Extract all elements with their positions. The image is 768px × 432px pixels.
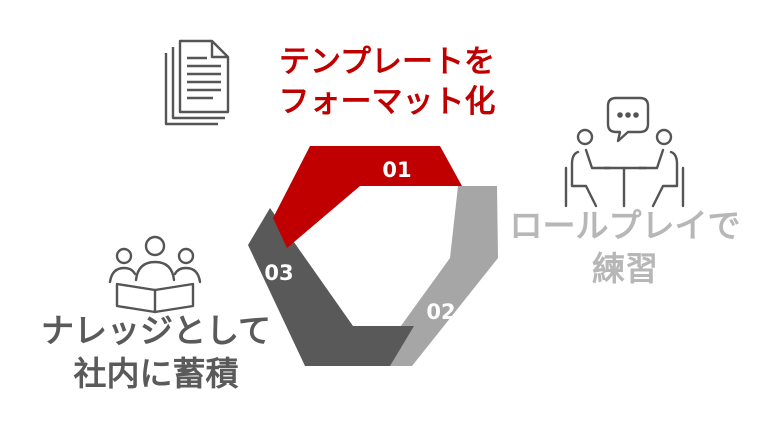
step-label-1: テンプレートを フォーマット化 bbox=[262, 42, 512, 123]
step-number-2: 02 bbox=[426, 300, 455, 324]
step-label-1-line-2: フォーマット化 bbox=[278, 84, 496, 121]
meeting-chat-icon bbox=[564, 96, 685, 208]
cycle-segment-1 bbox=[273, 146, 462, 248]
step-label-2: ロールプレイで 練習 bbox=[490, 205, 760, 291]
step-label-3: ナレッジとして 社内に蓄積 bbox=[20, 310, 292, 396]
step-label-3-line-2: 社内に蓄積 bbox=[73, 353, 239, 393]
document-stack-icon bbox=[164, 39, 230, 126]
cycle-segment-3 bbox=[248, 208, 414, 366]
cycle-segment-2 bbox=[372, 186, 498, 366]
step-number-1: 01 bbox=[382, 158, 411, 182]
step-label-1-line-1: テンプレートを bbox=[278, 44, 496, 80]
step-label-3-line-1: ナレッジとして bbox=[40, 311, 271, 350]
step-label-2-line-1: ロールプレイで bbox=[509, 206, 741, 245]
step-number-3: 03 bbox=[264, 261, 293, 285]
group-reading-icon bbox=[108, 235, 202, 314]
step-label-2-line-2: 練習 bbox=[592, 248, 658, 288]
